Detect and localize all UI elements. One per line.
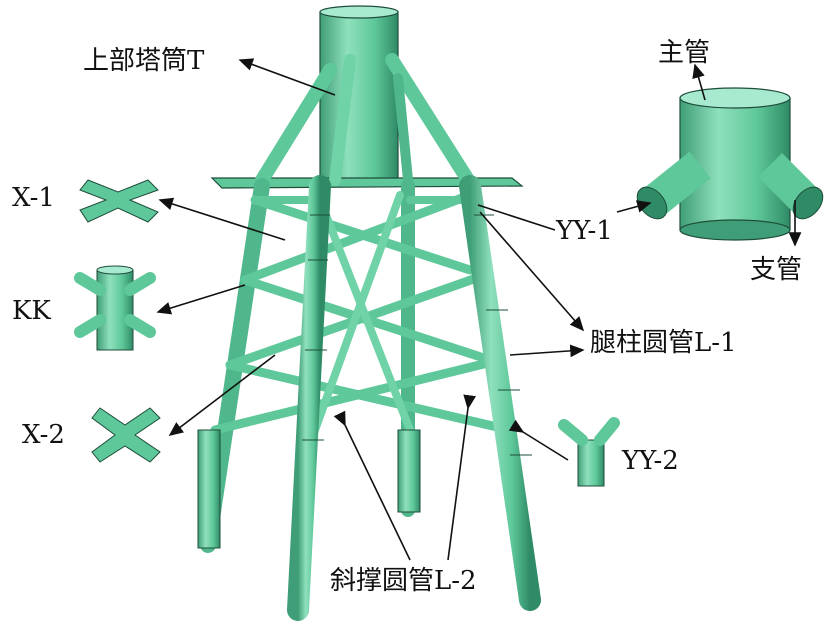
arrow-main-pipe [692,63,706,101]
arrow-brace-2 [447,394,477,561]
label-leg-pipe: 腿柱圆管L-1 [590,328,737,358]
label-branch-pipe: 支管 [750,255,803,285]
yy2-joint-detail [558,417,620,487]
x2-joint-detail [91,407,161,463]
label-yy2: YY-2 [622,446,679,476]
arrow-x2 [168,354,276,436]
arrow-brace-1 [333,410,411,561]
label-brace-pipe: 斜撑圆管L-2 [330,566,477,596]
leg-bottom-stubs [197,429,421,549]
arrow-yy1-line [477,204,556,231]
arrow-leg-1 [479,211,585,332]
label-x1: X-1 [12,183,55,213]
arrow-tower [238,58,336,96]
label-upper-tower: 上部塔筒T [83,46,205,76]
arrow-kk [156,284,246,315]
joint-rings [302,214,532,456]
x1-joint-detail [79,179,159,223]
upper-tower-cylinder [319,5,399,185]
label-main-pipe: 主管 [658,38,711,68]
arrow-leg-2 [509,344,585,358]
label-kk: KK [12,296,51,326]
kk-joint-detail [74,265,156,351]
label-yy1: YY-1 [556,216,613,246]
arrow-yy2 [508,419,569,461]
arrow-yy1-branch [616,200,652,213]
arrow-x1 [158,197,286,241]
label-x2: X-2 [22,420,65,450]
yy1-joint-detail [636,87,824,241]
leader-arrows [156,58,802,561]
front-legs [287,175,541,621]
